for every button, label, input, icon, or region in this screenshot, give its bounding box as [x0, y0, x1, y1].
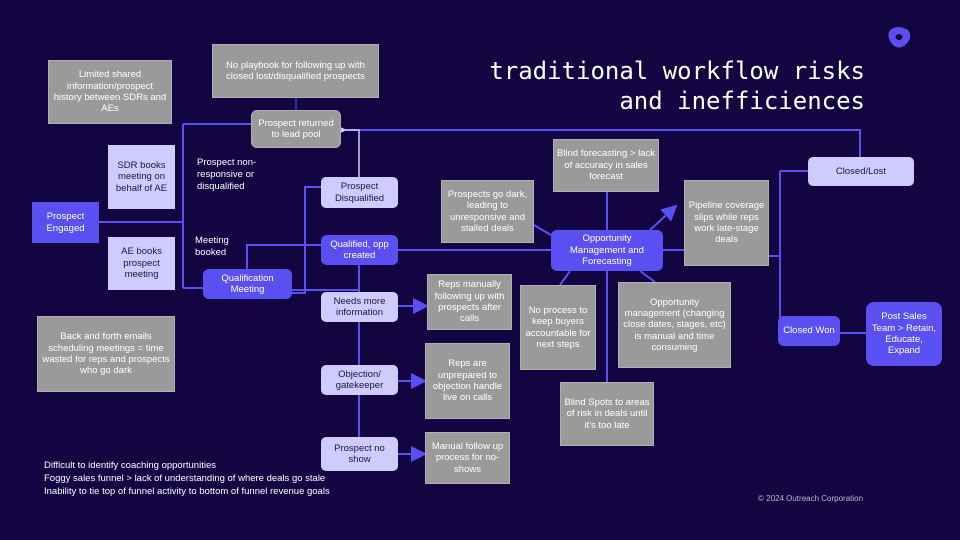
no-show-node: Prospect no show: [321, 437, 398, 471]
closed-won-node: Closed Won: [778, 316, 840, 346]
qualified-opp-node: Qualified, opp created: [321, 235, 398, 265]
reps-unprepared-risk: Reps are unprepared to objection handle …: [425, 343, 510, 419]
objection-node: Objection/ gatekeeper: [321, 365, 398, 395]
pipeline-risk: Pipeline coverage slips while reps work …: [684, 180, 769, 266]
limited-shared-info-risk: Limited shared information/prospect hist…: [48, 60, 172, 124]
footer-note: Inability to tie top of funnel activity …: [44, 485, 330, 497]
opp-mgmt-node: Opportunity Management and Forecasting: [551, 230, 663, 271]
footer-note: Difficult to identify coaching opportuni…: [44, 460, 216, 471]
go-dark-risk: Prospects go dark, leading to unresponsi…: [441, 180, 534, 243]
meeting-booked-label: Meeting booked: [195, 235, 229, 258]
blind-spots-risk: Blind Spots to areas of risk in deals un…: [560, 382, 654, 446]
needs-info-node: Needs more information: [321, 292, 398, 322]
prospect-returned-node: Prospect returned to lead pool: [251, 110, 341, 148]
prospect-disqualified-node: Prospect Disqualified: [321, 177, 398, 208]
prospect-engaged-node: Prospect Engaged: [32, 202, 99, 243]
reps-manual-risk: Reps manually following up with prospect…: [427, 274, 512, 330]
no-process-risk: No process to keep buyers accountable fo…: [520, 285, 596, 370]
title-line-1: traditional workflow risks: [489, 57, 865, 85]
non-responsive-label: Prospect non-responsive or disqualified: [197, 157, 257, 192]
post-sales-node: Post Sales Team > Retain, Educate, Expan…: [866, 302, 942, 366]
sdr-books-node: SDR books meeting on behalf of AE: [108, 145, 175, 209]
closed-lost-node: Closed/Lost: [808, 157, 914, 186]
qualification-meeting-node: Qualification Meeting: [203, 269, 292, 299]
back-forth-risk: Back and forth emails scheduling meeting…: [37, 316, 175, 392]
ae-books-node: AE books prospect meeting: [108, 237, 175, 290]
no-playbook-risk: No playbook for following up with closed…: [212, 44, 379, 98]
title-line-2: and inefficiences: [619, 87, 865, 115]
copyright: © 2024 Outreach Corporation: [758, 494, 864, 503]
opp-manual-risk: Opportunity management (changing close d…: [618, 282, 731, 368]
footer-notes: Difficult to identify coaching opportuni…: [44, 460, 330, 498]
footer-note: Foggy sales funnel > lack of understandi…: [44, 472, 326, 484]
blind-forecast-risk: Blind forecasting > lack of accuracy in …: [553, 139, 659, 192]
manual-follow-risk: Manual follow up process for no-shows: [425, 432, 510, 484]
